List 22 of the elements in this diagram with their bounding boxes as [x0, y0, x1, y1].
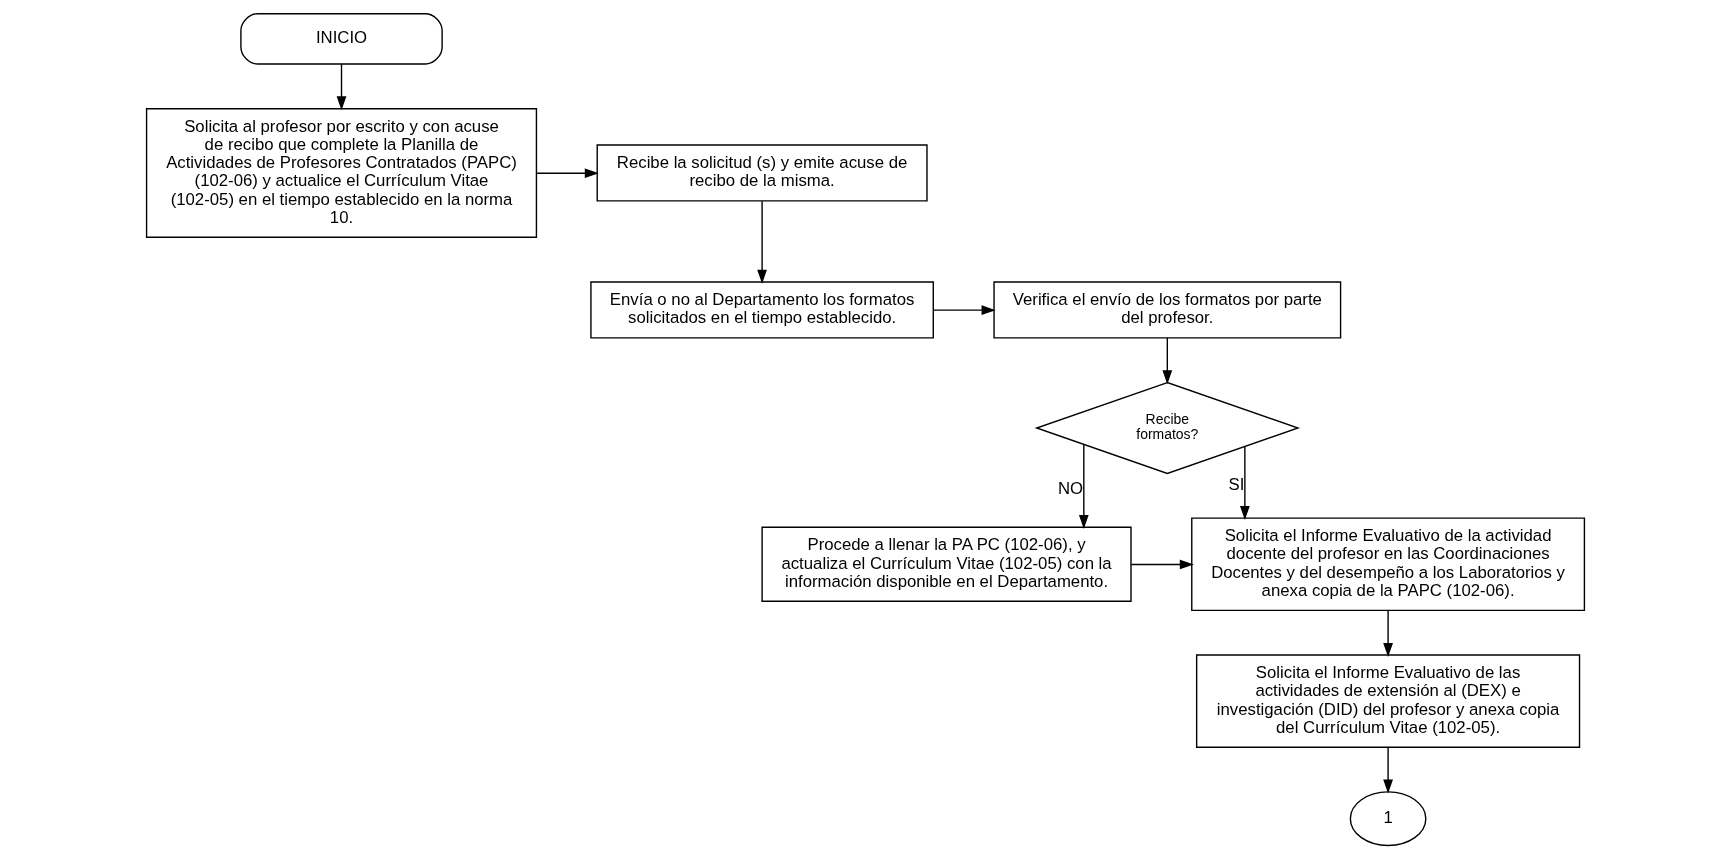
arrow	[1383, 746, 1393, 794]
arrow	[1078, 443, 1089, 529]
arrow	[932, 305, 996, 316]
node-box: Recibe la solicitud (s) y emite acuse de recibo de la misma.	[596, 144, 928, 202]
edge-label: NO	[1057, 478, 1084, 498]
node-box: Solicita el Informe Evaluativo de la actividad docente del profesor en las Coordinaciones Docentes y del desempeño a los Laboratorios y anexa copia de la PAPC (102-06).	[1191, 517, 1586, 612]
arrow	[1130, 559, 1194, 570]
node-box: Envía o no al Departamento los formatos solicitados en el tiempo establecido.	[590, 281, 934, 339]
node-ellipse: 1	[1349, 791, 1427, 847]
arrow	[1383, 609, 1393, 657]
arrow	[536, 168, 599, 179]
node-box: INICIO	[240, 13, 443, 65]
arrow	[1162, 337, 1173, 385]
arrow	[336, 63, 347, 111]
node-box: Procede a llenar la PA PC (102-06), y actualiza el Currículum Vitae (102-05) con la información disponible en el Departamento.	[761, 526, 1132, 602]
node-diamond: Recibe formatos?	[1034, 381, 1301, 475]
node-box: Solicita al profesor por escrito y con acuse de recibo que complete la Planilla de Actividades de Profesores Contratados (PAPC) (102-06) y actualice el Currículum Vitae (102-05) en el tiempo establecido en la norma 10.	[145, 108, 538, 238]
arrow	[757, 200, 767, 284]
arrow	[1239, 446, 1250, 520]
edge-label: SI	[1228, 475, 1245, 495]
node-box: Verifica el envío de los formatos por parte del profesor.	[993, 281, 1342, 339]
node-box: Solicita el Informe Evaluativo de las actividades de extensión al (DEX) e investigación (DID) del profesor y anexa copia del Currículum Vitae (102-05).	[1195, 654, 1581, 748]
